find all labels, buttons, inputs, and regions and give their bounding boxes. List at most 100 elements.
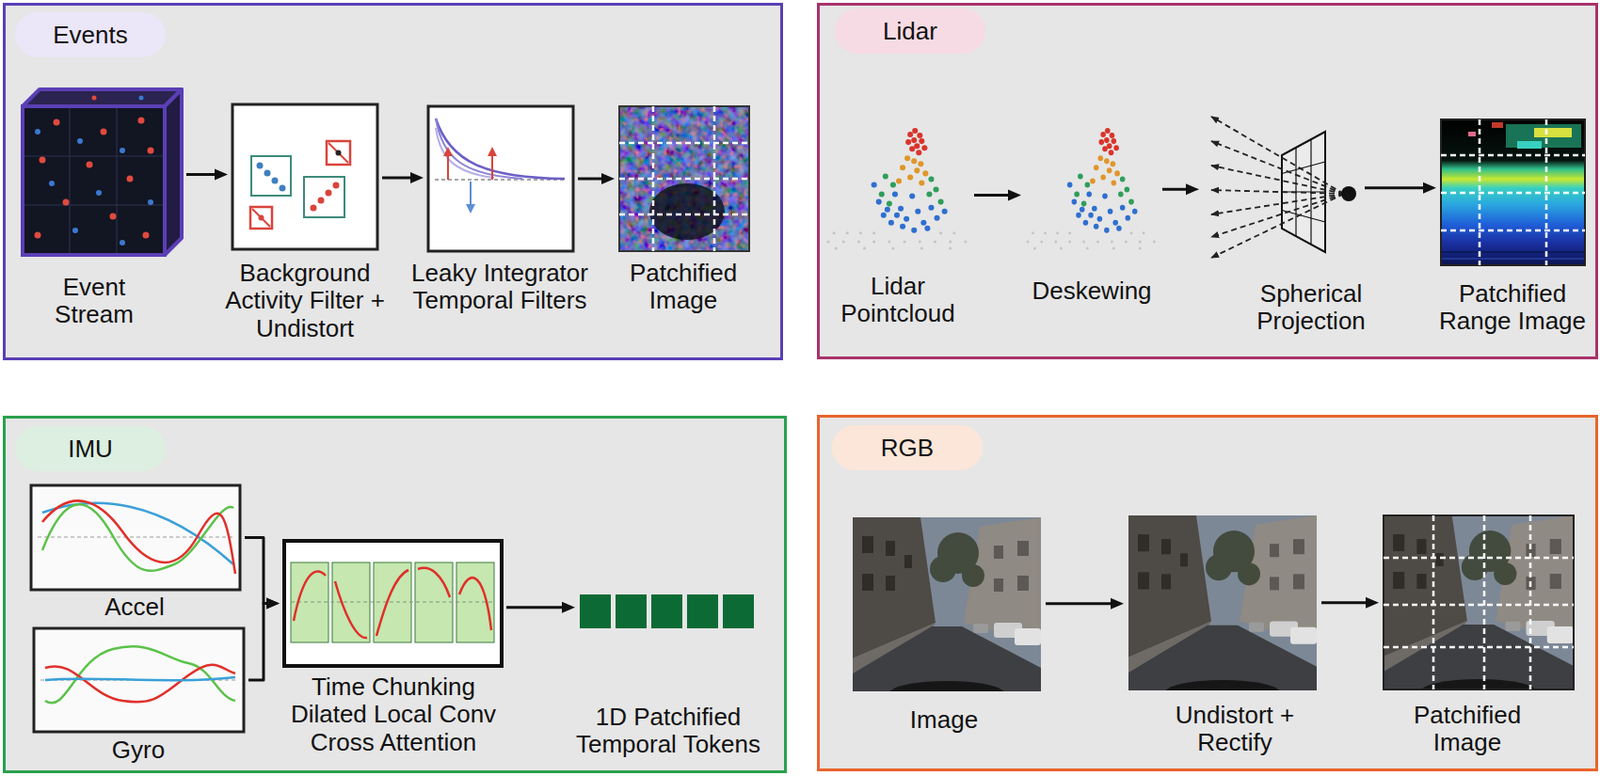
spherical-projection xyxy=(1211,165,1344,194)
event-frame-image xyxy=(619,106,750,252)
deskewed-point-cloud xyxy=(1025,128,1155,250)
illustration-frame xyxy=(826,131,970,259)
temporal-tokens xyxy=(615,594,647,629)
filter-icon xyxy=(256,162,264,170)
spherical-projection xyxy=(1211,116,1357,258)
event-cube xyxy=(127,176,134,183)
event-cube xyxy=(147,199,154,206)
illustration-frame xyxy=(1128,515,1317,691)
gyro-plot xyxy=(45,646,236,704)
pipeline-step: Patchified Image xyxy=(1382,515,1574,758)
patchified-photo xyxy=(1529,515,1533,690)
illustration-frame xyxy=(31,485,240,591)
event-frame-image xyxy=(619,106,750,252)
spherical-projection xyxy=(1211,190,1344,194)
patchified-photo xyxy=(1483,515,1487,690)
spherical-projection xyxy=(1341,186,1357,202)
gyro-plot xyxy=(45,665,236,704)
pipeline-step: Image xyxy=(852,517,1041,735)
event-cube xyxy=(22,89,182,107)
filter-icon xyxy=(264,170,272,177)
pipeline-step: Background Activity Filter + Undistort xyxy=(210,104,400,343)
event-cube xyxy=(69,108,71,254)
caption-holder: Deskewing xyxy=(1016,277,1168,305)
caption-holder: Image xyxy=(859,706,1029,735)
event-cube xyxy=(139,96,144,101)
panel-tag: Events xyxy=(15,12,166,58)
panel-tag: Lidar xyxy=(834,8,986,54)
event-cube xyxy=(96,190,102,196)
time-chunk-block xyxy=(284,541,502,667)
event-frame-image xyxy=(619,106,750,252)
caption-holder: Background Activity Filter + Undistort xyxy=(210,259,400,343)
spherical-projection xyxy=(1211,141,1344,194)
panel-ground xyxy=(2,416,787,774)
range-image xyxy=(1440,119,1585,266)
accel-plot xyxy=(42,500,236,575)
range-image xyxy=(1517,141,1542,149)
filter-icon xyxy=(250,207,272,229)
temporal-tokens xyxy=(687,594,719,629)
illustration-frame xyxy=(428,106,574,252)
range-image xyxy=(1440,119,1585,266)
gyro-plot xyxy=(33,628,244,733)
flow-arrow xyxy=(1162,188,1190,192)
temporal-tokens xyxy=(579,594,754,629)
pipeline-step: Leaky Integrator Temporal Filters xyxy=(405,106,594,316)
event-cube xyxy=(34,232,42,240)
patchified-photo xyxy=(1383,557,1574,560)
flow-arrow xyxy=(382,176,415,180)
panel-tag: RGB xyxy=(832,425,983,471)
modality-panel: RGB Image Undistort + Rectify Patchified Im… xyxy=(816,415,1599,772)
time-chunk-block xyxy=(415,562,453,643)
illustration-frame xyxy=(33,628,244,733)
time-chunk-block xyxy=(335,581,368,639)
leaky-integrator-plot xyxy=(465,204,476,214)
filter-icon xyxy=(310,205,318,212)
time-chunk-block xyxy=(293,568,492,639)
time-chunk-block xyxy=(290,601,495,603)
caption-holder: Gyro xyxy=(81,736,195,765)
range-image xyxy=(1468,131,1476,137)
spherical-projection xyxy=(1211,193,1344,258)
step-caption: Patchified Range Image xyxy=(1431,280,1594,336)
spherical-projection xyxy=(1211,193,1344,238)
range-image xyxy=(1440,119,1585,266)
patchified-photo xyxy=(1383,515,1574,690)
time-chunk-block xyxy=(290,562,329,643)
caption-holder: Patchified Image xyxy=(612,259,754,316)
flow-arrow xyxy=(244,538,271,605)
range-image xyxy=(1440,192,1585,195)
event-cube xyxy=(24,205,163,207)
event-frame-image xyxy=(619,142,750,145)
step-caption: Undistort + Rectify xyxy=(1150,702,1320,758)
event-frame-image xyxy=(619,106,750,252)
step-caption: Background Activity Filter + Undistort xyxy=(210,259,400,343)
event-cube xyxy=(22,89,182,256)
event-cube xyxy=(143,232,150,240)
range-image xyxy=(1440,119,1585,266)
panel-tag: IMU xyxy=(15,426,166,472)
leaky-integrator-plot xyxy=(435,118,523,179)
leaky-integrator-plot xyxy=(435,118,565,179)
step-caption: 1D Patchified Temporal Tokens xyxy=(560,704,777,760)
illustration-frame xyxy=(1025,131,1158,259)
accel-plot xyxy=(31,485,240,591)
pipeline-step: Patchified Range Image xyxy=(1431,119,1594,336)
leaky-integrator-plot xyxy=(428,106,574,252)
event-cube xyxy=(138,117,145,125)
event-cube xyxy=(100,128,108,136)
illustration-frame xyxy=(232,104,378,250)
step-caption: Image xyxy=(859,706,1029,735)
patchified-photo xyxy=(1383,515,1574,706)
leaky-integrator-plot xyxy=(469,181,472,207)
pipeline-step: Spherical Projection xyxy=(1203,112,1392,336)
patchified-photo xyxy=(1383,604,1574,608)
spherical-projection xyxy=(1211,116,1344,258)
flow-arrow xyxy=(186,173,219,176)
event-cube xyxy=(119,147,126,154)
filter-icon xyxy=(272,177,279,185)
illustration-frame xyxy=(619,106,750,252)
